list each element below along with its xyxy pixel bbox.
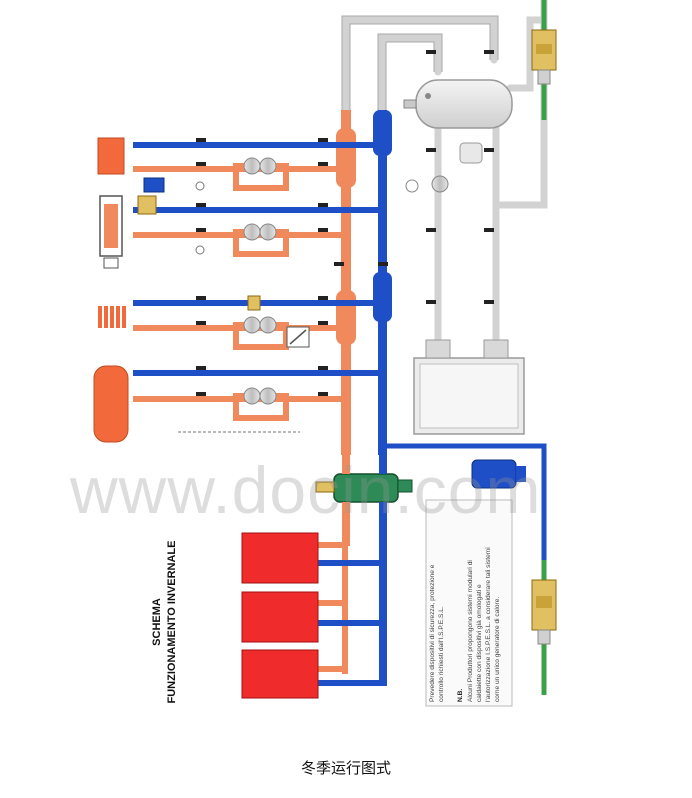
circuit-4: [133, 370, 380, 421]
nb-line-4: come un unico generatore di calore.: [494, 597, 501, 702]
note-line-1: Prevedere dispositivi di sicurezza, prot…: [429, 564, 436, 702]
buffer-tank: [93, 365, 129, 443]
circuit-2: [133, 207, 380, 257]
boiler-3: [241, 649, 319, 699]
boiler-return-lines: [318, 560, 386, 686]
three-way-valve-actuator: [137, 177, 165, 215]
circuit-3: [133, 295, 380, 350]
title-line-1: SCHEMA: [151, 598, 163, 646]
boiler-2: [241, 591, 319, 643]
title-line-2: FUNZIONAMENTO INVERNALE: [166, 541, 178, 704]
circuit-1: [133, 142, 380, 191]
figure-caption: 冬季运行图式: [300, 759, 391, 777]
separator-links: [342, 440, 387, 686]
main-flow-collector: [336, 110, 356, 455]
nb-line-3: l'autorizzazione I.S.P.E.S.L. a consider…: [485, 547, 492, 702]
note-line-2: controllo richiesti dall'I.S.P.E.S.L.: [438, 606, 445, 702]
fan-coil-unit: [99, 195, 123, 269]
boiler-1: [241, 532, 319, 584]
dhw-storage-tank: [403, 79, 513, 129]
boiler-flow-lines: [318, 542, 348, 674]
valve-group-bottom-right: [531, 579, 557, 645]
valve-group-top-right: [531, 29, 557, 85]
nb-line-2: caldaiette con dispositivi già omologati…: [476, 584, 483, 702]
watermark: www.docin.com: [70, 453, 542, 527]
ball-valves: [196, 50, 494, 396]
radiator-1: [97, 137, 125, 175]
radiator-panel: [96, 304, 126, 330]
dhw-pump: [405, 175, 449, 193]
diagram-title: SCHEMA FUNZIONAMENTO INVERNALE: [151, 541, 178, 704]
hydraulic-separator: [315, 473, 413, 503]
main-return-collector: [373, 110, 392, 455]
dhw-grey-pipes: [342, 0, 548, 354]
nb-label: N.B.: [457, 689, 464, 702]
dhw-grey-outline: [341, 15, 499, 120]
expansion-vessel-primary: [387, 443, 547, 560]
expansion-vessel: [459, 142, 483, 164]
heat-exchanger-cabinet: [413, 339, 525, 435]
notes-box: Prevedere dispositivi di sicurezza, prot…: [425, 499, 513, 707]
nb-line-1: Alcuni Produttori propongono sistemi mod…: [467, 560, 474, 702]
